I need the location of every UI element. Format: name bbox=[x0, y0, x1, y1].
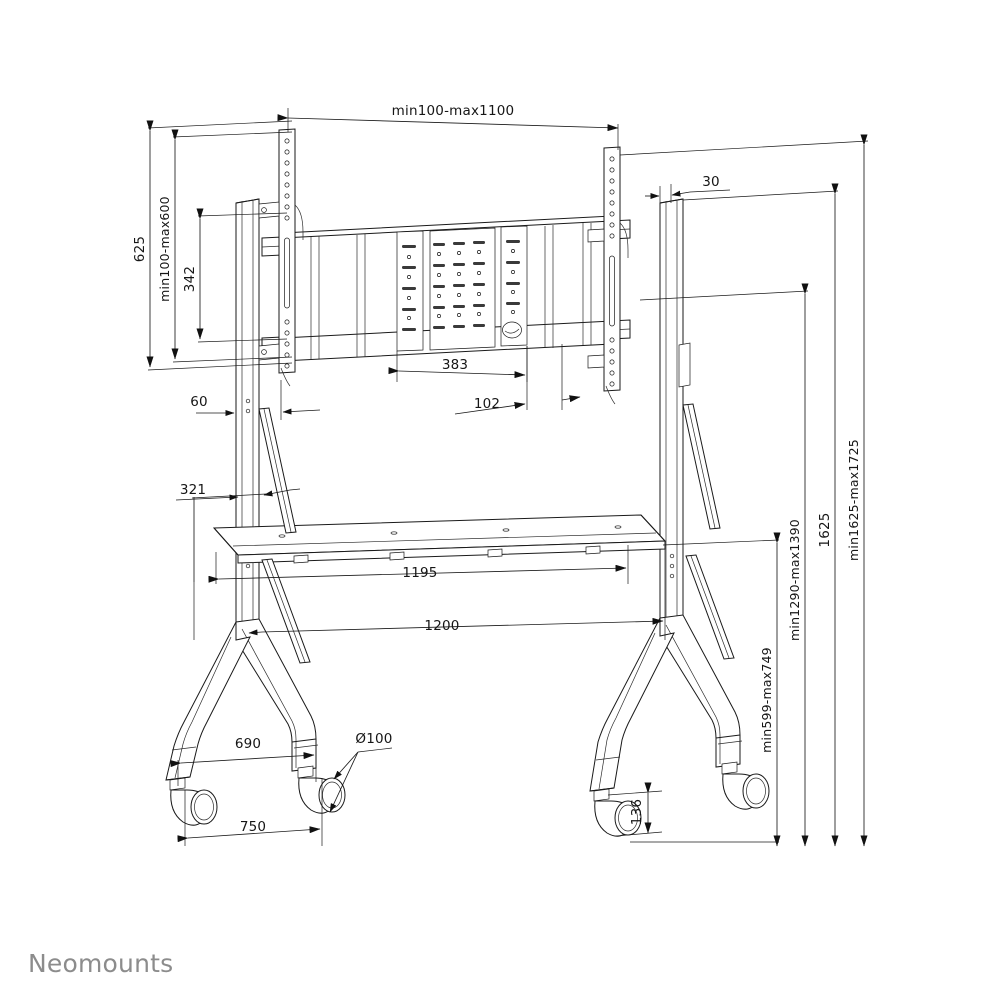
dim-label-383: 383 bbox=[442, 357, 468, 373]
dim-label-min599max749: min599-max749 bbox=[759, 647, 774, 753]
dim-60: 60 bbox=[190, 380, 321, 420]
dim-136: 136 bbox=[607, 782, 663, 837]
dim-label-30: 30 bbox=[702, 174, 720, 190]
left-foot-assembly bbox=[165, 618, 319, 781]
dim-caster-diameter: Ø100 bbox=[329, 731, 392, 813]
left-casters bbox=[169, 765, 346, 826]
left-vesa-bracket bbox=[278, 128, 304, 374]
dim-label-750: 750 bbox=[240, 819, 266, 835]
right-casters bbox=[593, 761, 770, 837]
dim-label-690: 690 bbox=[235, 736, 261, 752]
dim-label-60: 60 bbox=[190, 394, 208, 410]
right-column bbox=[659, 198, 691, 650]
dim-102: 102 bbox=[454, 344, 581, 415]
dim-right-min599max749: min599-max749 bbox=[630, 532, 781, 847]
dim-label-342: 342 bbox=[182, 266, 198, 292]
dim-label-min100max600: min100-max600 bbox=[157, 196, 172, 302]
dimension-annotations: min100-max1100 625 min100-max600 bbox=[132, 103, 869, 847]
dim-1200: 1200 bbox=[193, 545, 666, 640]
dim-690: 690 bbox=[170, 736, 317, 786]
dim-left-625: 625 bbox=[132, 120, 293, 371]
dim-left-342: 342 bbox=[182, 208, 288, 343]
dim-top-width: min100-max1100 bbox=[277, 103, 619, 150]
dim-label-diameter: Ø100 bbox=[355, 731, 392, 747]
dim-left-min100max600: min100-max600 bbox=[157, 129, 293, 363]
dim-label-min1290max1390: min1290-max1390 bbox=[787, 519, 802, 641]
right-foot-assembly bbox=[589, 614, 743, 792]
dim-30: 30 bbox=[645, 174, 731, 205]
shelf-fixings bbox=[293, 545, 601, 564]
dim-right-min1290max1390: min1290-max1390 bbox=[639, 283, 809, 847]
dim-label-625: 625 bbox=[132, 236, 148, 262]
dim-label-1200: 1200 bbox=[424, 618, 459, 634]
dim-1195: 1195 bbox=[208, 545, 629, 584]
dim-321: 321 bbox=[175, 482, 301, 582]
bracket-clamps bbox=[258, 201, 616, 405]
shelf bbox=[212, 514, 667, 564]
shelf-struts bbox=[258, 403, 721, 534]
dim-right-min1625max1725: min1625-max1725 bbox=[619, 134, 869, 847]
dim-label-top-width: min100-max1100 bbox=[392, 103, 515, 119]
dim-750: 750 bbox=[177, 778, 323, 846]
dim-label-136: 136 bbox=[629, 799, 645, 825]
product-geometry bbox=[165, 128, 770, 837]
panel-ribs bbox=[310, 223, 592, 359]
vesa-hole-pattern bbox=[396, 225, 528, 352]
dim-label-102: 102 bbox=[474, 396, 500, 412]
dim-right-1625: 1625 bbox=[682, 183, 839, 847]
brand-logo: Neomounts bbox=[28, 949, 174, 978]
left-column bbox=[235, 198, 260, 650]
dim-label-min1625max1725: min1625-max1725 bbox=[846, 439, 861, 561]
dim-label-321: 321 bbox=[180, 482, 206, 498]
lower-braces bbox=[261, 554, 735, 664]
right-vesa-bracket bbox=[603, 146, 629, 392]
dim-label-1625: 1625 bbox=[817, 512, 833, 547]
dim-label-1195: 1195 bbox=[402, 565, 437, 581]
